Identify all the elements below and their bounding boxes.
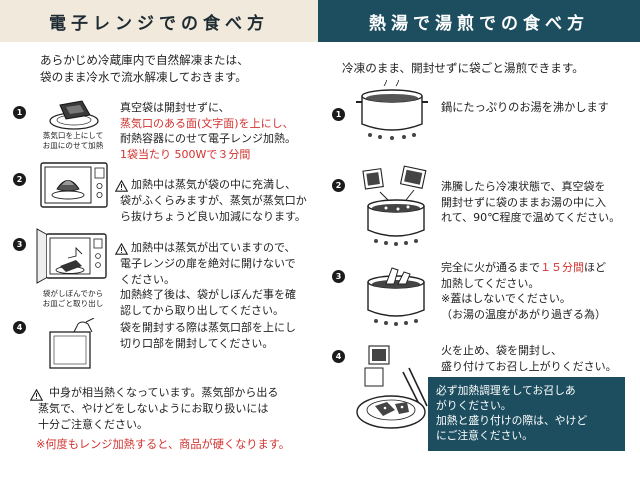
caption-line: お皿にのせて加熱 — [42, 141, 104, 150]
step-number-1: 1 — [332, 108, 345, 121]
boil-step3-text: 完全に火が通るまで１５分間ほど 加熱してください。 ※蓋はしないでください。 （… — [441, 260, 606, 322]
step3-text: 加熱中は蒸気が出ていますので、 — [131, 240, 296, 256]
boil-step2-text: 沸騰したら冷凍状態で、真空袋を 開封せずに袋のままお湯の中に入 れて、90℃程度… — [441, 179, 620, 226]
text-line: ※蓋はしないでください。 — [441, 292, 571, 306]
caption-line: 蒸気口を上にして — [42, 131, 104, 140]
text-line: ください。 — [120, 272, 175, 286]
text-line: 加熱中は蒸気が出ていますので、 — [131, 241, 296, 254]
step1-caption: 蒸気口を上にして お皿にのせて加熱 — [28, 131, 118, 151]
microwave-title: 電子レンジでの食べ方 — [0, 0, 318, 42]
boil-section: 熱湯で湯煎での食べ方 — [318, 0, 640, 480]
step-number-1: 1 — [13, 106, 26, 119]
pouch-open-icon — [49, 318, 95, 369]
step-number-2: 2 — [332, 179, 345, 192]
text-line: 加熱してください。 — [441, 276, 540, 290]
open-microwave-icon — [36, 228, 107, 284]
text-line: 開封せずに袋のままお湯の中に入 — [441, 195, 606, 209]
boil-step4-text: 火を止め、袋を開封し、 盛り付けてお召し上がりください。 — [441, 343, 617, 374]
text-line: 火を止め、袋を開封し、 — [441, 344, 562, 357]
step-number-4: 4 — [332, 350, 345, 363]
note-line: がりください。 — [436, 399, 512, 412]
intro-line: あらかじめ冷蔵庫内で自然解凍または、 — [40, 53, 249, 67]
text-line: 盛り付けてお召し上がりください。 — [441, 359, 617, 373]
text-segment: 完全に火が通るまで — [441, 261, 540, 274]
caution-text: 中身が相当熱くなっています。蒸気部から出る — [49, 385, 278, 401]
boil-title: 熱湯で湯煎での食べ方 — [318, 0, 640, 42]
caution-icon — [115, 243, 128, 255]
text-line: 鍋にたっぷりのお湯を沸かします — [441, 101, 609, 114]
pot-icon — [356, 80, 428, 140]
plate-with-pouch-icon — [49, 100, 99, 130]
text-line: 切り口部を開封してください。 — [120, 336, 274, 350]
text-line: 沸騰したら冷凍状態で、真空袋を — [441, 180, 606, 193]
text-line: 十分ご注意ください。 — [38, 417, 148, 431]
step3-caption: 袋がしぼんでから お皿ごと取り出し — [28, 289, 118, 309]
boil-time: １５分間 — [540, 261, 584, 274]
step-number-4: 4 — [13, 321, 26, 334]
step3-text-cont: 電子レンジの扉を絶対に開けないで ください。 加熱終了後は、袋がしぼんだ事を確 … — [120, 256, 296, 318]
text-line: 中身が相当熱くなっています。蒸気部から出る — [49, 386, 279, 399]
reheat-warning: ※何度もレンジ加熱すると、商品が硬くなります。 — [36, 437, 290, 453]
text-line: （お湯の温度があがり過ぎる為） — [441, 307, 606, 321]
text-line: 袋を開封する際は蒸気口部を上にし — [120, 321, 296, 334]
microwave-section: 電子レンジでの食べ方 — [0, 0, 318, 480]
intro-line: 袋のまま冷水で流水解凍しておきます。 — [40, 70, 247, 84]
boil-step1-text: 鍋にたっぷりのお湯を沸かします — [441, 100, 609, 116]
pot-heating-icon — [367, 267, 425, 326]
text-line: ※何度もレンジ加熱すると、商品が硬くなります。 — [36, 438, 290, 451]
caution-icon — [115, 180, 128, 192]
caution-icon — [30, 389, 43, 401]
text-segment: ほど — [584, 261, 606, 274]
step-number-3: 3 — [332, 270, 345, 283]
text-line-highlight: 蒸気口のある面(文字面)を上にし、 — [120, 116, 294, 130]
plated-dish-icon — [356, 345, 428, 429]
heating-note-box: 必ず加熱調理をしてお召しあ がりください。 加熱と盛り付けの際は、やけど にご注… — [428, 377, 625, 451]
step-number-2: 2 — [13, 173, 26, 186]
intro-line: 冷凍のまま、開封せずに袋ごと湯煎できます。 — [342, 61, 584, 75]
step1-text: 真空袋は開封せずに、 蒸気口のある面(文字面)を上にし、 耐熱容器にのせて電子レ… — [120, 100, 296, 162]
step-number-3: 3 — [13, 238, 26, 251]
note-line: 必ず加熱調理をしてお召しあ — [436, 384, 576, 397]
microwave-icon — [40, 162, 108, 208]
text-line: 真空袋は開封せずに、 — [120, 101, 230, 114]
note-line: 加熱と盛り付けの際は、やけど — [436, 414, 588, 427]
text-line: 加熱終了後は、袋がしぼんだ事を確 — [120, 288, 296, 302]
heating-time: 1袋当たり 500Wで３分間 — [120, 147, 251, 161]
microwave-intro: あらかじめ冷蔵庫内で自然解凍または、 袋のまま冷水で流水解凍しておきます。 — [40, 52, 249, 86]
boil-intro: 冷凍のまま、開封せずに袋ごと湯煎できます。 — [342, 60, 584, 77]
text-line: 加熱中は蒸気が袋の中に充満し、 — [131, 178, 296, 191]
text-line: 耐熱容器にのせて電子レンジ加熱。 — [120, 132, 296, 146]
step2-text: 加熱中は蒸気が袋の中に充満し、 — [131, 177, 296, 193]
text-line: れて、90℃程度で温めてください。 — [441, 211, 621, 225]
step4-text: 袋を開封する際は蒸気口部を上にし 切り口部を開封してください。 — [120, 320, 296, 351]
text-line: 完全に火が通るまで１５分間ほど — [441, 260, 606, 276]
caution-text-cont: 蒸気で、やけどをしないようにお取り扱いには 十分ご注意ください。 — [38, 401, 268, 432]
step2-text-cont: 袋がふくらみますが、蒸気が蒸気口か ら抜けちょうど良い加減になります。 — [120, 193, 307, 224]
caption-line: お皿ごと取り出し — [42, 299, 104, 308]
note-line: にご注意ください。 — [436, 429, 533, 442]
text-line: 電子レンジの扉を絶対に開けないで — [120, 257, 296, 270]
caption-line: 袋がしぼんでから — [42, 289, 104, 298]
text-line: 袋がふくらみますが、蒸気が蒸気口か — [120, 194, 307, 207]
text-line: 蒸気で、やけどをしないようにお取り扱いには — [38, 402, 269, 415]
pot-with-pouches-icon — [362, 165, 427, 246]
text-line: 認してから取り出してください。 — [120, 303, 285, 317]
text-line: ら抜けちょうど良い加減になります。 — [120, 209, 306, 223]
